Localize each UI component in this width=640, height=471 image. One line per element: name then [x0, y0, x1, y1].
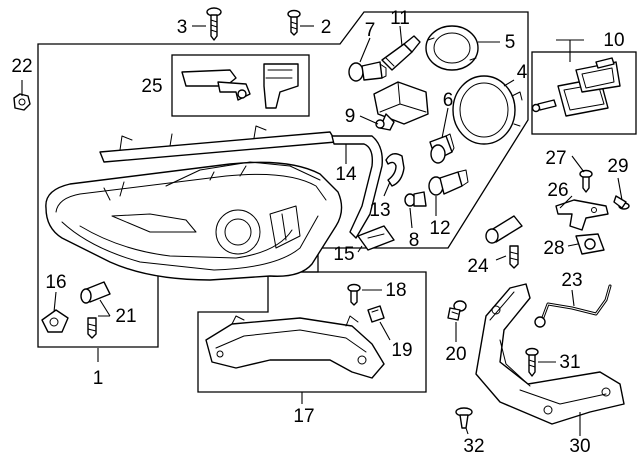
bolt-31-part[interactable] [525, 347, 539, 377]
module-9-part[interactable] [373, 81, 429, 131]
callout-31: 31 [559, 352, 580, 373]
bracket-kit-frame [171, 54, 310, 117]
repair-kit-10-part[interactable] [531, 57, 621, 117]
callout-18: 18 [385, 280, 406, 301]
callout-5: 5 [505, 32, 516, 53]
callout-19: 19 [391, 340, 412, 361]
mounting-bracket-frame [197, 271, 427, 393]
nut-22-part[interactable] [13, 93, 31, 111]
bolt-27-part[interactable] [579, 169, 593, 193]
callout-21: 21 [115, 306, 136, 327]
callout-1: 1 [93, 368, 104, 389]
headlamp-assembly-frame [37, 11, 529, 348]
callout-23: 23 [561, 270, 582, 291]
callout-32: 32 [463, 436, 484, 457]
bulb-7-part[interactable] [348, 61, 387, 82]
cap-5-part[interactable] [425, 25, 479, 71]
callout-11: 11 [390, 8, 410, 29]
callout-22: 22 [11, 56, 32, 77]
callout-12: 12 [429, 218, 450, 239]
callout-16: 16 [45, 272, 66, 293]
callout-8: 8 [409, 230, 420, 251]
callout-13: 13 [369, 200, 390, 221]
callout-7: 7 [365, 20, 376, 41]
callout-30: 30 [569, 436, 590, 457]
screw-18-part[interactable] [347, 283, 361, 306]
callout-4: 4 [517, 62, 528, 83]
callout-29: 29 [607, 156, 628, 177]
screw-2-part[interactable] [287, 9, 301, 36]
socket-12-part[interactable] [428, 169, 469, 196]
screw-32-part[interactable] [455, 407, 473, 429]
label-part[interactable] [357, 225, 395, 251]
sensor-28-part[interactable] [575, 233, 605, 255]
mounting-bracket-17-part[interactable] [205, 315, 385, 379]
bolt-3-part[interactable] [206, 7, 222, 41]
repair-kit-frame [531, 51, 637, 135]
callout-6: 6 [443, 90, 454, 111]
bulb-11-part[interactable] [381, 35, 421, 71]
screw-20-part[interactable] [447, 300, 467, 321]
callout-3: 3 [177, 17, 188, 38]
cover-4-part[interactable] [452, 75, 523, 145]
headlamp-assembly-part[interactable] [45, 161, 343, 281]
bulb-6-part[interactable] [429, 133, 455, 164]
callout-10: 10 [603, 30, 624, 51]
callout-24: 24 [467, 256, 489, 277]
callout-20: 20 [445, 344, 466, 365]
clip-19-part[interactable] [367, 305, 385, 323]
callout-labels: 1 2 3 4 5 6 7 8 9 10 11 12 13 14 15 16 1… [11, 8, 628, 457]
seal-strip-part[interactable] [99, 125, 383, 239]
callout-17: 17 [293, 406, 314, 427]
carrier-30-part[interactable] [475, 283, 625, 425]
screw-29-part[interactable] [613, 195, 630, 210]
callout-2: 2 [321, 17, 332, 38]
callout-9: 9 [345, 106, 356, 127]
link-rod-23-part[interactable] [534, 284, 612, 328]
fastener-21-part[interactable] [80, 281, 111, 339]
callout-15: 15 [333, 244, 354, 265]
clip-13-part[interactable] [385, 153, 405, 187]
callout-14: 14 [335, 164, 357, 185]
bracket-kit-part[interactable] [181, 63, 299, 109]
sensor-16-part[interactable] [41, 309, 69, 333]
socket-8-part[interactable] [404, 191, 427, 207]
callout-27: 27 [545, 148, 566, 169]
callout-26: 26 [547, 180, 568, 201]
sensor-24-part[interactable] [485, 215, 523, 269]
leader-lines [21, 25, 623, 436]
bracket-26-part[interactable] [555, 199, 609, 231]
callout-28: 28 [543, 238, 564, 259]
callout-25: 25 [141, 76, 162, 97]
